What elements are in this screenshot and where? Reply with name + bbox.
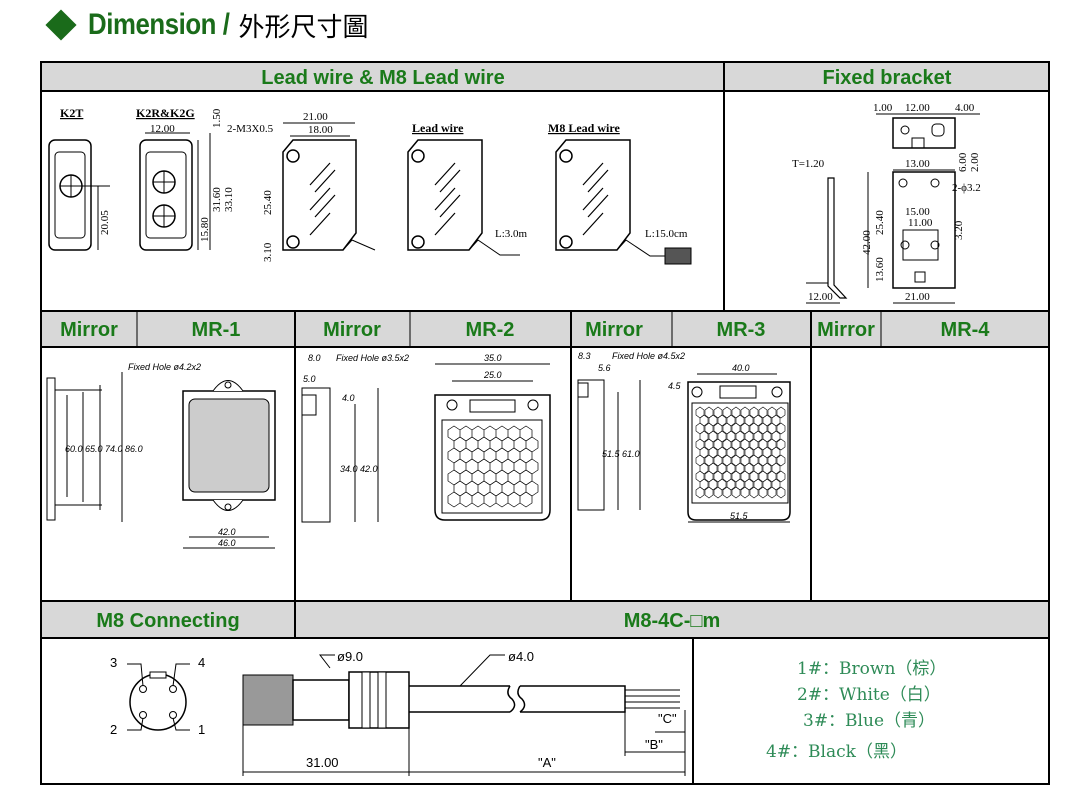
wire-2-label: 2#：White（白）	[797, 685, 941, 705]
svg-text:11.00: 11.00	[908, 217, 933, 229]
svg-text:13.60: 13.60	[874, 257, 886, 282]
svg-text:42.00: 42.00	[861, 230, 873, 255]
svg-text:4.5: 4.5	[668, 381, 682, 391]
title-row: Dimension / 外形尺寸圖	[42, 5, 369, 45]
svg-text:2-M3X0.5: 2-M3X0.5	[227, 123, 274, 135]
mr1-drawing: 60.0 65.0 74.0 86.0 Fixed Hole ø4.2x2 42…	[46, 362, 276, 549]
svg-text:4.0: 4.0	[342, 393, 355, 403]
header-mr3: MR-3	[717, 319, 766, 341]
svg-text:35.0: 35.0	[484, 353, 502, 363]
svg-text:31.60: 31.60	[211, 187, 223, 212]
svg-text:31.00: 31.00	[306, 755, 339, 770]
svg-text:L:15.0cm: L:15.0cm	[645, 228, 688, 240]
mr2-drawing: 8.0 Fixed Hole ø3.5x2 35.0 25.0 5.0 4.0 …	[301, 353, 551, 523]
svg-text:15.80: 15.80	[199, 217, 211, 242]
svg-text:25.40: 25.40	[874, 210, 886, 235]
svg-text:1.00: 1.00	[873, 102, 893, 114]
wire-1-label: 1#：Brown（棕）	[797, 659, 946, 679]
svg-text:2-ϕ3.2: 2-ϕ3.2	[952, 182, 981, 194]
header-mr4: MR-4	[941, 319, 991, 341]
svg-text:51.5: 51.5	[730, 511, 749, 521]
svg-text:12.00: 12.00	[150, 123, 175, 135]
header-mr2: MR-2	[466, 319, 515, 341]
header-fixed-bracket: Fixed bracket	[823, 67, 952, 89]
svg-text:"C": "C"	[658, 711, 677, 726]
svg-text:2: 2	[110, 722, 117, 737]
header-mirror-1: Mirror	[60, 319, 118, 341]
svg-text:4: 4	[198, 655, 205, 670]
svg-text:8.3: 8.3	[578, 351, 591, 361]
table-frame	[40, 61, 1050, 785]
svg-text:"B": "B"	[645, 737, 663, 752]
svg-text:20.05: 20.05	[99, 210, 111, 235]
wire-4-label: 4#：Black（黑）	[766, 742, 907, 762]
header-lead-wire: Lead wire & M8 Lead wire	[261, 67, 504, 89]
svg-text:3.10: 3.10	[262, 242, 274, 262]
svg-text:33.10: 33.10	[223, 187, 235, 212]
title-english: Dimension /	[88, 8, 230, 41]
svg-text:5.0: 5.0	[303, 374, 316, 384]
mr3-drawing: 8.3 Fixed Hole ø4.5x2 5.6 40.0 4.5 51.5 …	[577, 351, 791, 523]
header-mr1: MR-1	[192, 319, 241, 341]
title-chinese: 外形尺寸圖	[238, 12, 369, 43]
svg-text:12.00: 12.00	[808, 291, 833, 303]
svg-text:T=1.20: T=1.20	[792, 158, 825, 170]
svg-text:L:3.0m: L:3.0m	[495, 228, 528, 240]
svg-text:46.0: 46.0	[218, 538, 236, 548]
header-m8-connecting: M8 Connecting	[96, 610, 239, 632]
svg-text:Fixed Hole ø4.2x2: Fixed Hole ø4.2x2	[128, 362, 201, 372]
header-mirror-3: Mirror	[585, 319, 643, 341]
svg-text:34.0 42.0: 34.0 42.0	[340, 464, 378, 474]
svg-text:2.00: 2.00	[969, 152, 981, 172]
svg-text:21.00: 21.00	[303, 111, 328, 123]
bracket-drawings: 1.00 12.00 4.00 6.00 2.00 T=1.20 12.00 1…	[792, 102, 981, 304]
svg-text:15.00: 15.00	[905, 206, 930, 218]
svg-text:4.00: 4.00	[955, 102, 975, 114]
label-m8-lead: M8 Lead wire	[548, 121, 620, 135]
lead-wire-drawings: K2T 20.05 K2R&K2G 12.00 15.80 31.60 33.1…	[48, 106, 692, 265]
svg-text:13.00: 13.00	[905, 158, 930, 170]
svg-text:51.5 61.0: 51.5 61.0	[602, 449, 640, 459]
svg-text:Fixed Hole ø4.5x2: Fixed Hole ø4.5x2	[612, 351, 685, 361]
svg-text:12.00: 12.00	[905, 102, 930, 114]
svg-text:21.00: 21.00	[905, 291, 930, 303]
svg-text:ø9.0: ø9.0	[337, 649, 363, 664]
svg-text:ø4.0: ø4.0	[508, 649, 534, 664]
svg-text:60.0 65.0 74.0 86.0: 60.0 65.0 74.0 86.0	[65, 444, 143, 454]
svg-text:40.0: 40.0	[732, 363, 750, 373]
svg-text:3: 3	[110, 655, 117, 670]
svg-text:3.20: 3.20	[953, 220, 965, 240]
label-lead-wire: Lead wire	[412, 121, 464, 135]
wire-3-label: 3#：Blue（青）	[803, 711, 935, 731]
m8-connector-pinout: 3 4 2 1	[110, 655, 205, 737]
m8-cable-drawing: ø9.0 ø4.0 31.00 "A" "B" "C"	[242, 649, 686, 776]
label-k2r: K2R&K2G	[136, 106, 195, 120]
svg-text:Fixed Hole ø3.5x2: Fixed Hole ø3.5x2	[336, 353, 409, 363]
svg-text:18.00: 18.00	[308, 124, 333, 136]
svg-text:42.0: 42.0	[218, 527, 236, 537]
svg-text:25.40: 25.40	[262, 190, 274, 215]
svg-text:1: 1	[198, 722, 205, 737]
header-mirror-2: Mirror	[323, 319, 381, 341]
svg-text:25.0: 25.0	[483, 370, 502, 380]
label-k2t: K2T	[60, 106, 83, 120]
header-m8-4c: M8-4C-□m	[624, 610, 721, 632]
svg-text:1.50: 1.50	[211, 108, 223, 128]
svg-text:"A": "A"	[538, 755, 556, 770]
svg-text:6.00: 6.00	[957, 152, 969, 172]
svg-text:8.0: 8.0	[308, 353, 321, 363]
svg-text:5.6: 5.6	[598, 363, 611, 373]
header-mirror-4: Mirror	[817, 319, 875, 341]
